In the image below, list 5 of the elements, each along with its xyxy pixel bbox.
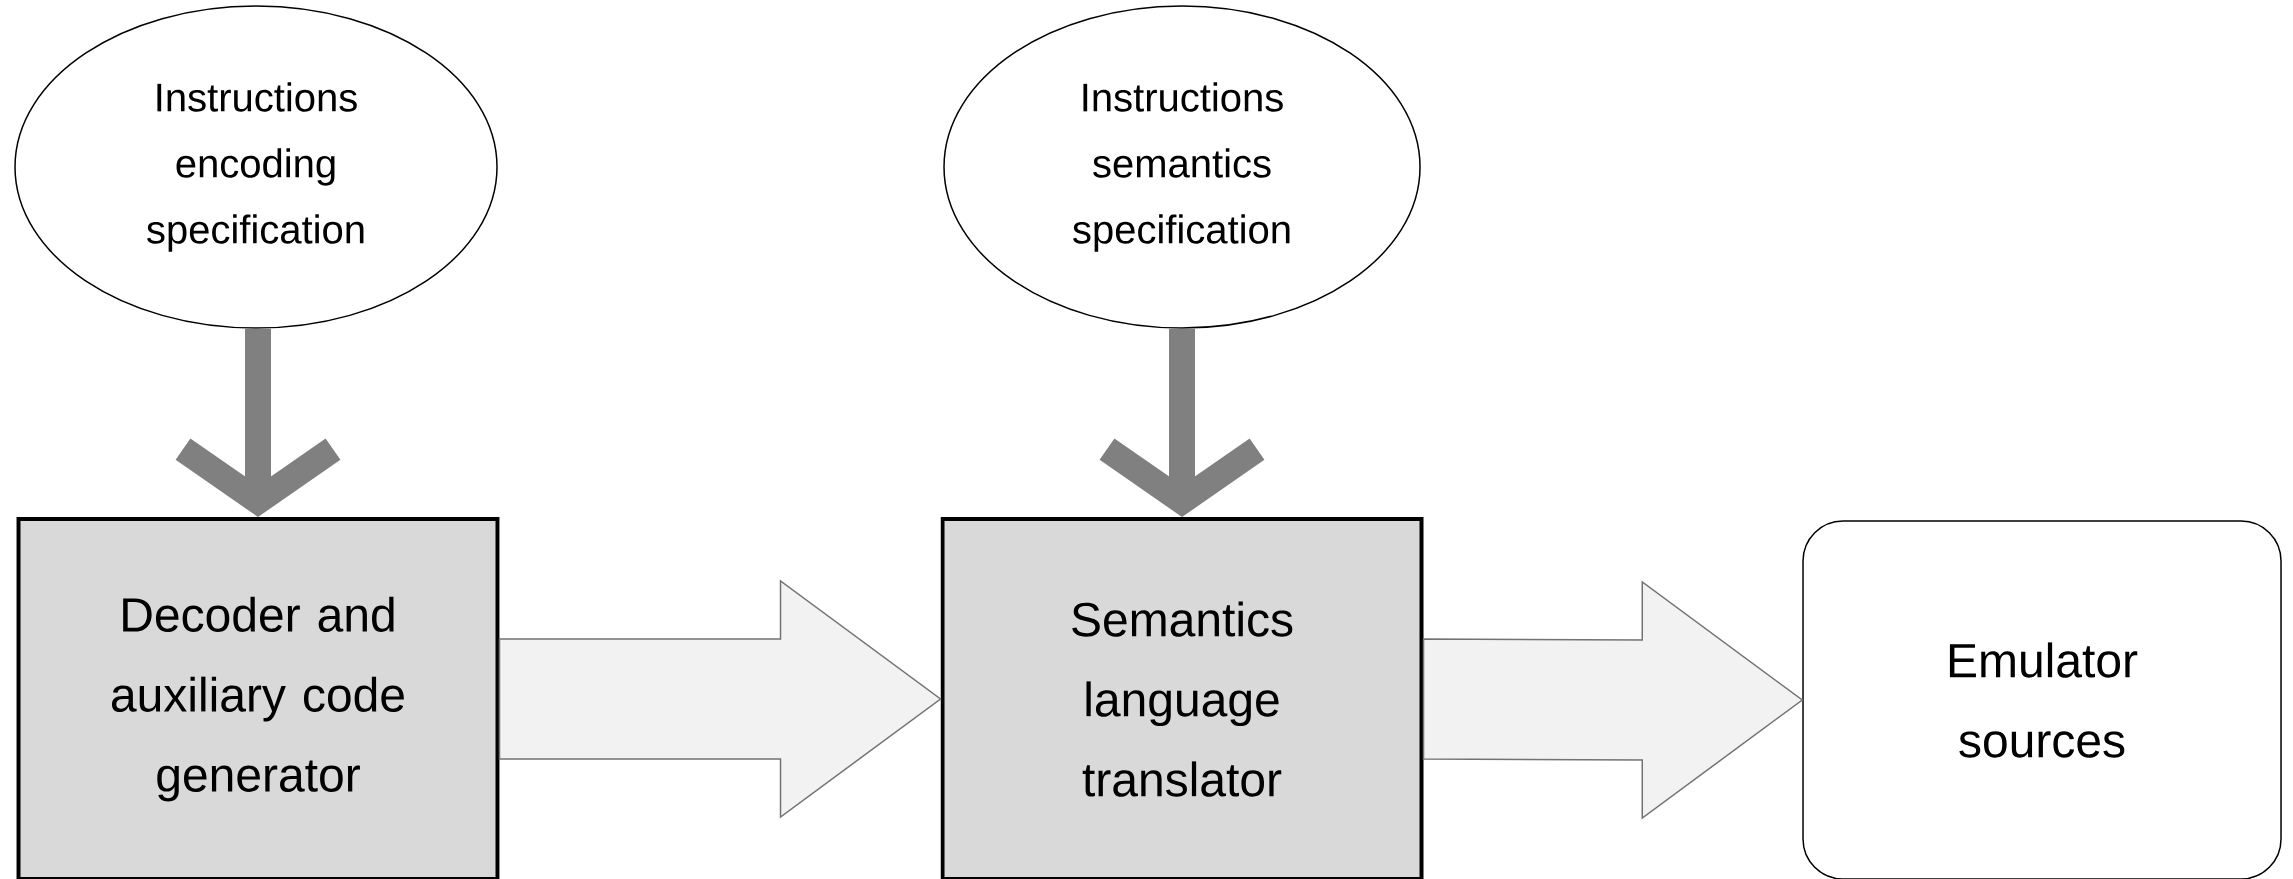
process-box: Semantics language translator <box>940 517 1424 879</box>
block-arrow <box>1422 580 1804 820</box>
block-arrow <box>498 579 942 819</box>
output-box: Emulator sources <box>1802 520 2282 879</box>
process-box: Decoder and auxiliary code generator <box>16 517 500 879</box>
